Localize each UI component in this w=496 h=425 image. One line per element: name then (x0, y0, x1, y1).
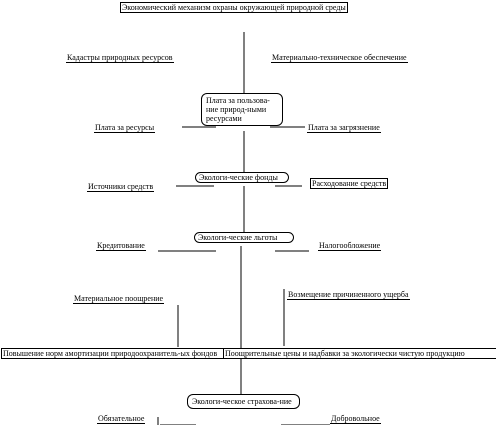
node-payment-pollution: Плата за загрязнение (307, 123, 381, 133)
node-depreciation: Повышение норм амортизации природоохрани… (1, 348, 225, 359)
node-spending: Расходование средств (310, 178, 389, 189)
node-damage-compensation: Возмещение причиненного ущерба (287, 290, 410, 300)
box-eco-insurance: Экологи-ческое страхова-ние (187, 394, 300, 409)
box-eco-funds: Экологи-ческие фонды (195, 172, 289, 183)
node-sources: Источники средств (87, 182, 155, 192)
node-cadastres: Кадастры природных ресурсов (66, 53, 174, 63)
node-mandatory: Обязательное (97, 414, 146, 424)
node-crediting: Кредитование (96, 241, 146, 251)
diagram-title: Экономический механизм охраны окружающей… (120, 2, 348, 13)
node-taxation: Налогообложение (318, 241, 382, 251)
node-material-incentive: Материальное поощрение (73, 294, 165, 304)
node-voluntary: Добровольное (330, 414, 381, 424)
box-payment: Плата за пользова-ние природ-ными ресурс… (201, 93, 283, 126)
box-eco-benefits: Экологи-ческие льготы (194, 232, 294, 243)
node-material-support: Материально-техническое обеспечение (271, 53, 408, 63)
node-incentive-prices: Поощрительные цены и надбавки за экологи… (223, 348, 496, 359)
node-payment-resources: Плата за ресурсы (94, 123, 156, 133)
